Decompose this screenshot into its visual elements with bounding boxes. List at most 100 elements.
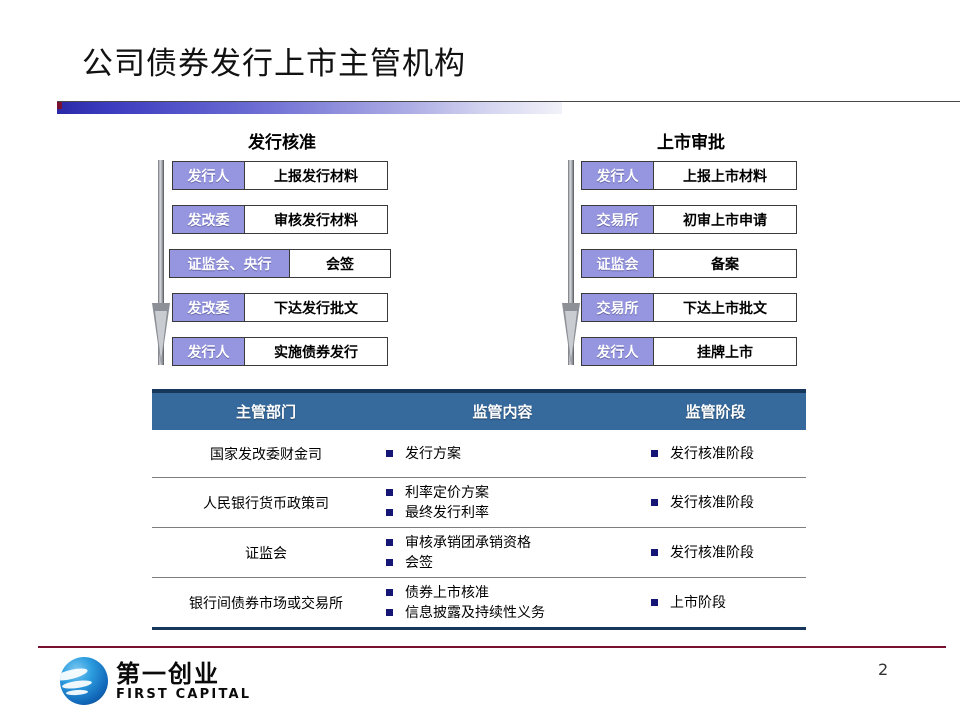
- flow-step-row[interactable]: 发行人 上报发行材料: [172, 161, 388, 190]
- flow-step-row[interactable]: 证监会、央行 会签: [169, 249, 391, 278]
- table-header-row: 主管部门 监管内容 监管阶段: [152, 389, 806, 430]
- bullet-text: 审核承销团承销资格: [405, 534, 531, 551]
- page-number: 2: [878, 660, 889, 679]
- flow-step-actor: 发改委: [173, 294, 245, 321]
- globe-wave: [61, 678, 93, 691]
- flow-step-row[interactable]: 证监会 备案: [581, 249, 797, 278]
- bullet-square-icon: [386, 539, 393, 546]
- bullet-text: 上市阶段: [670, 594, 726, 611]
- title-bar-cap: [57, 102, 62, 109]
- flow-step-action: 审核发行材料: [274, 212, 358, 229]
- company-logo: 第一创业 FIRST CAPITAL: [60, 657, 251, 705]
- bullet-square-icon: [651, 549, 658, 556]
- globe-icon: [60, 657, 108, 705]
- bullet-text: 信息披露及持续性义务: [405, 604, 545, 621]
- arrow-head-highlight: [155, 311, 167, 361]
- flow-step-row[interactable]: 发行人 实施债券发行: [172, 337, 388, 366]
- flow-step-actor: 发改委: [173, 206, 245, 233]
- flow-step-row[interactable]: 发行人 上报上市材料: [581, 161, 797, 190]
- bullet-item: 债券上市核准: [386, 583, 625, 603]
- bullet-square-icon: [386, 450, 393, 457]
- flow-step-actor: 交易所: [582, 294, 654, 321]
- table-cell-dept: 证监会: [245, 545, 287, 562]
- table-header-scope: 监管内容: [472, 403, 533, 421]
- bullet-square-icon: [386, 509, 393, 516]
- table-cell-scope: 审核承销团承销资格 会签: [380, 533, 625, 573]
- table-cell-dept: 国家发改委财金司: [210, 446, 322, 463]
- flow-step-actor: 证监会、央行: [170, 250, 290, 277]
- table-cell-dept: 人民银行货币政策司: [203, 495, 329, 512]
- bullet-text: 债券上市核准: [405, 584, 489, 601]
- table-row[interactable]: 证监会 审核承销团承销资格 会签 发行核准阶段: [152, 528, 806, 578]
- table-row[interactable]: 银行间债券市场或交易所 债券上市核准 信息披露及持续性义务 上市阶段: [152, 578, 806, 630]
- table-cell-scope: 发行方案: [380, 444, 625, 464]
- arrow-head-highlight: [565, 311, 577, 361]
- flow-step-actor: 发行人: [173, 162, 245, 189]
- flow-step-action: 会签: [326, 256, 354, 273]
- bullet-item: 审核承销团承销资格: [386, 533, 625, 553]
- flow-step-actor: 发行人: [582, 162, 654, 189]
- bullet-item: 上市阶段: [651, 593, 806, 613]
- flow-step-action: 上报上市材料: [683, 168, 767, 185]
- bullet-text: 会签: [405, 554, 433, 571]
- down-arrow-left: [152, 160, 170, 365]
- table-cell-stage: 发行核准阶段: [625, 493, 806, 513]
- table-cell-stage: 发行核准阶段: [625, 543, 806, 563]
- flow-step-row[interactable]: 交易所 初审上市申请: [581, 205, 797, 234]
- globe-wave: [65, 689, 89, 696]
- bullet-text: 利率定价方案: [405, 484, 489, 501]
- bullet-text: 发行核准阶段: [670, 544, 754, 561]
- title-divider-line: [57, 101, 960, 102]
- bullet-item: 发行核准阶段: [651, 543, 806, 563]
- table-header-stage: 监管阶段: [685, 403, 746, 421]
- flow-step-actor: 发行人: [582, 338, 654, 365]
- bullet-text: 最终发行利率: [405, 504, 489, 521]
- flow-step-action: 下达发行批文: [274, 300, 358, 317]
- flow-step-row[interactable]: 发改委 下达发行批文: [172, 293, 388, 322]
- logo-name-cn: 第一创业: [116, 658, 220, 688]
- arrow-shaft: [158, 160, 164, 365]
- table-cell-dept: 银行间债券市场或交易所: [189, 595, 343, 612]
- arrow-shaft: [568, 160, 574, 365]
- bullet-item: 最终发行利率: [386, 503, 625, 523]
- flow-step-actor: 发行人: [173, 338, 245, 365]
- bullet-item: 信息披露及持续性义务: [386, 603, 625, 623]
- flow-step-action: 下达上市批文: [683, 300, 767, 317]
- logo-wordmark: 第一创业 FIRST CAPITAL: [116, 658, 251, 702]
- title-gradient-bar: [57, 102, 562, 114]
- bullet-square-icon: [386, 489, 393, 496]
- table-cell-stage: 发行核准阶段: [625, 444, 806, 464]
- bullet-text: 发行核准阶段: [670, 445, 754, 462]
- flow-step-action: 备案: [711, 256, 739, 273]
- flow-heading-left: 发行核准: [248, 133, 316, 153]
- bullet-square-icon: [386, 589, 393, 596]
- flow-step-actor: 证监会: [582, 250, 654, 277]
- table-row[interactable]: 人民银行货币政策司 利率定价方案 最终发行利率 发行核准阶段: [152, 478, 806, 528]
- table-cell-scope: 利率定价方案 最终发行利率: [380, 483, 625, 523]
- table-row[interactable]: 国家发改委财金司 发行方案 发行核准阶段: [152, 430, 806, 478]
- flow-step-row[interactable]: 发行人 挂牌上市: [581, 337, 797, 366]
- table-header-dept: 主管部门: [235, 403, 296, 421]
- bullet-item: 发行核准阶段: [651, 444, 806, 464]
- flow-step-action: 初审上市申请: [683, 212, 767, 229]
- down-arrow-right: [562, 160, 580, 365]
- bullet-text: 发行方案: [405, 445, 461, 462]
- page-title: 公司债券发行上市主管机构: [82, 46, 466, 82]
- flow-step-action: 实施债券发行: [274, 344, 358, 361]
- bullet-item: 发行核准阶段: [651, 493, 806, 513]
- supervision-table: 主管部门 监管内容 监管阶段 国家发改委财金司 发行方案 发行核准阶段 人民银行…: [152, 389, 806, 630]
- flow-step-actor: 交易所: [582, 206, 654, 233]
- bullet-square-icon: [651, 499, 658, 506]
- bullet-square-icon: [386, 559, 393, 566]
- footer-divider-line: [38, 646, 946, 648]
- flow-step-row[interactable]: 交易所 下达上市批文: [581, 293, 797, 322]
- bullet-square-icon: [651, 599, 658, 606]
- bullet-item: 利率定价方案: [386, 483, 625, 503]
- flow-step-row[interactable]: 发改委 审核发行材料: [172, 205, 388, 234]
- bullet-square-icon: [651, 450, 658, 457]
- flow-heading-right: 上市审批: [657, 133, 725, 153]
- flow-step-action: 挂牌上市: [697, 344, 753, 361]
- bullet-item: 发行方案: [386, 444, 625, 464]
- bullet-text: 发行核准阶段: [670, 494, 754, 511]
